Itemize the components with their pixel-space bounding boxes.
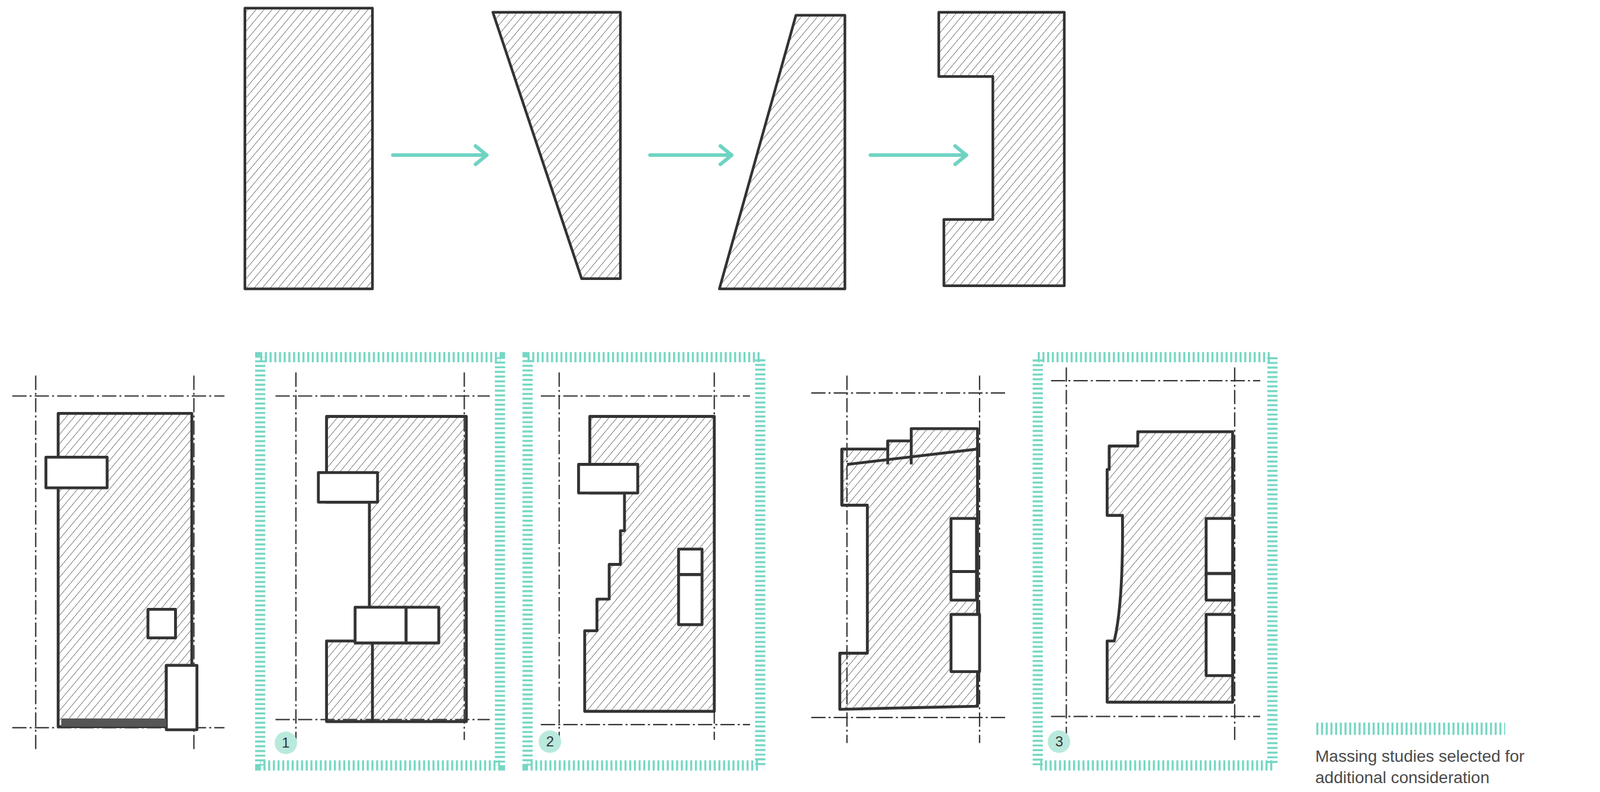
bay-box bbox=[1206, 518, 1234, 574]
bay-box bbox=[318, 472, 378, 502]
mass-division bbox=[371, 642, 375, 722]
callout-number: 2 bbox=[545, 734, 554, 749]
mass-edge bbox=[840, 449, 844, 506]
mass-block bbox=[245, 8, 373, 289]
mass-plan bbox=[1106, 431, 1233, 703]
setback-line bbox=[810, 716, 1006, 719]
selection-frame bbox=[260, 356, 501, 766]
base-strip bbox=[60, 718, 167, 727]
bay-box bbox=[951, 614, 980, 672]
bay-box bbox=[951, 571, 977, 601]
setback-line bbox=[1234, 367, 1236, 740]
bay-box bbox=[1206, 614, 1234, 676]
selection-frame bbox=[527, 356, 761, 766]
mass-block bbox=[938, 12, 1065, 286]
setback-line bbox=[558, 372, 560, 740]
callout-circle: 2 bbox=[538, 730, 562, 753]
legend-label: Massing studies selected for additional … bbox=[1315, 745, 1589, 790]
mass-edge bbox=[847, 449, 978, 465]
mass-edge bbox=[909, 440, 913, 465]
sequence-arrow bbox=[393, 153, 488, 157]
setback-line bbox=[295, 372, 297, 740]
sequence-arrow bbox=[870, 153, 967, 157]
setback-line bbox=[1051, 715, 1261, 717]
setback-line bbox=[541, 395, 750, 397]
bay-box bbox=[578, 464, 638, 494]
bay-box bbox=[678, 549, 703, 575]
setback-line bbox=[34, 375, 37, 751]
bay-box bbox=[147, 609, 176, 638]
setback-line bbox=[979, 375, 981, 744]
callout-number: 1 bbox=[281, 735, 290, 750]
mass-plan bbox=[326, 416, 467, 722]
setback-line bbox=[541, 723, 750, 726]
bay-box bbox=[678, 574, 703, 625]
bay-box bbox=[406, 607, 439, 643]
setback-line bbox=[12, 395, 225, 397]
arrow-head bbox=[955, 146, 967, 165]
bay-box bbox=[166, 665, 198, 730]
setback-line bbox=[1065, 367, 1067, 740]
setback-line bbox=[275, 395, 490, 397]
sequence-arrow bbox=[649, 153, 732, 157]
arrow-head bbox=[720, 146, 732, 165]
mass-plan bbox=[584, 416, 715, 711]
callout-number: 3 bbox=[1055, 734, 1064, 749]
mass-block bbox=[719, 15, 845, 289]
bay-box bbox=[46, 456, 108, 488]
setback-line bbox=[1051, 380, 1261, 382]
legend: Massing studies selected for additional … bbox=[1315, 745, 1589, 790]
legend-swatch bbox=[1316, 722, 1506, 736]
callout-circle: 3 bbox=[1047, 730, 1071, 753]
bay-box bbox=[355, 607, 407, 643]
setback-line bbox=[810, 392, 1006, 394]
bay-box bbox=[951, 518, 977, 572]
mass-block bbox=[493, 12, 621, 279]
callout-circle: 1 bbox=[274, 731, 298, 755]
bay-box bbox=[1206, 573, 1234, 601]
arrow-head bbox=[475, 146, 487, 165]
selection-frame bbox=[1037, 356, 1273, 766]
